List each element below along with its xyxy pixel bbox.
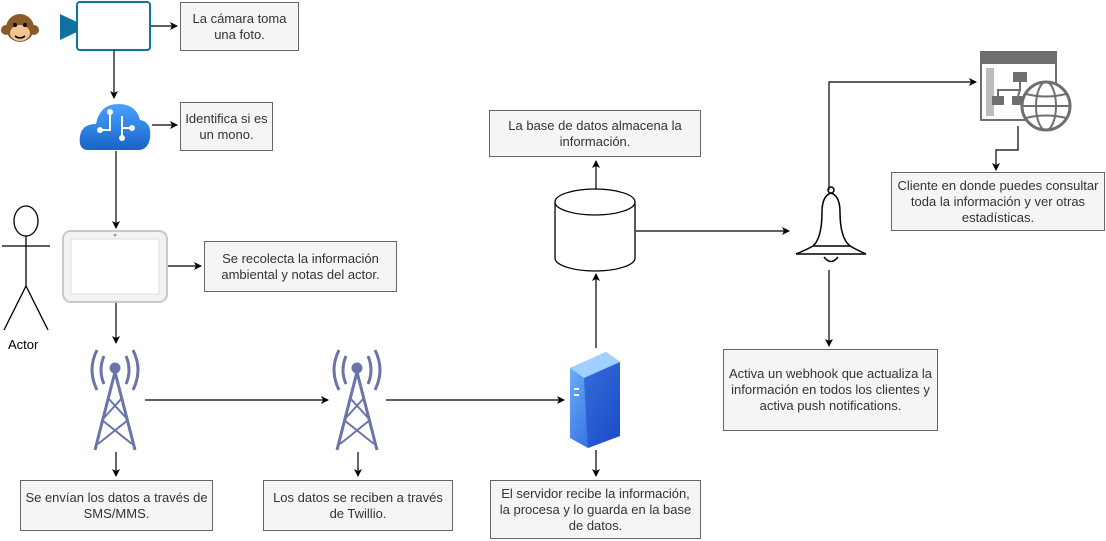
web-client-icon — [980, 51, 1072, 132]
note-server: El servidor recibe la información, la pr… — [490, 480, 701, 539]
note-client: Cliente en donde puedes consultar toda l… — [891, 172, 1105, 231]
tablet-icon — [62, 230, 168, 303]
antenna-icon — [332, 349, 382, 451]
video-camera-icon — [60, 1, 151, 51]
bell-icon — [795, 186, 867, 263]
note-webhook: Activa un webhook que actualiza la infor… — [723, 349, 938, 431]
server-icon — [570, 352, 620, 448]
arrow-bell-to-client — [828, 78, 977, 190]
actor-icon — [2, 205, 50, 331]
note-camera: La cámara toma una foto. — [180, 2, 299, 51]
arrow-client-to-note — [992, 126, 1019, 171]
connectors — [110, 22, 1019, 477]
actor-label: Actor — [8, 337, 39, 352]
antenna-icon — [90, 349, 140, 451]
cloud-ai-icon — [79, 104, 151, 150]
note-database: La base de datos almacena la información… — [489, 110, 701, 157]
note-twilio: Los datos se reciben a través de Twillio… — [263, 480, 453, 531]
database-icon — [554, 188, 636, 272]
note-ai: Identifica si es un mono. — [180, 102, 273, 151]
note-sms: Se envían los datos a través de SMS/MMS. — [20, 480, 213, 531]
note-tablet: Se recolecta la información ambiental y … — [204, 241, 397, 292]
monkey-icon — [1, 14, 39, 42]
